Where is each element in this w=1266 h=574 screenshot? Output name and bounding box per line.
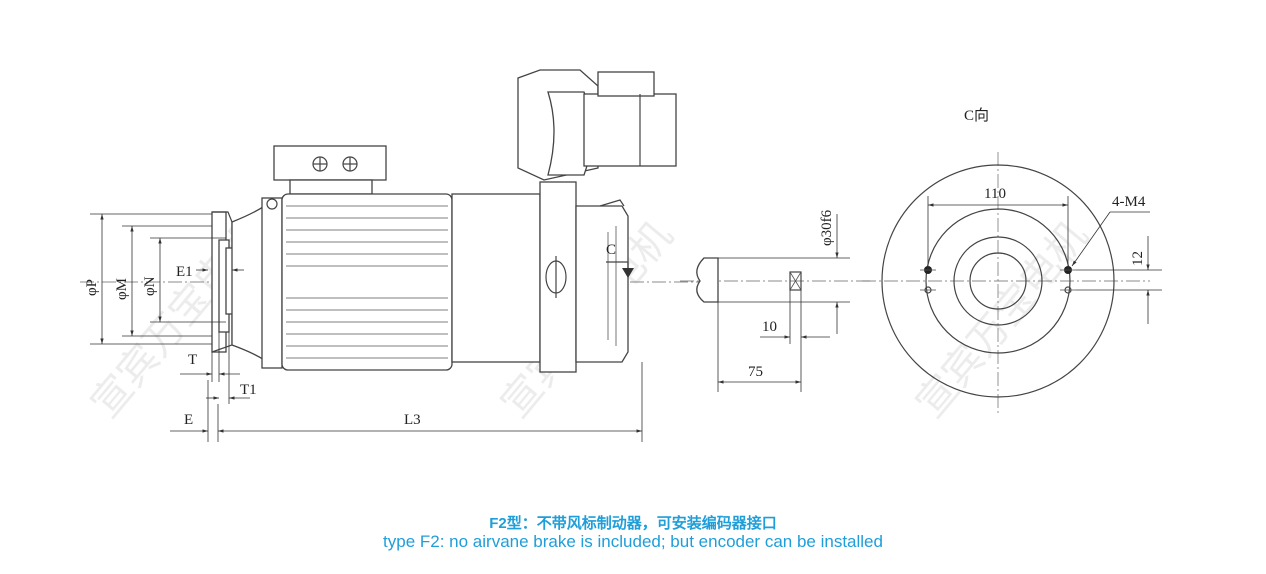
dim-shaft-dia: φ30f6 (819, 209, 835, 246)
shaft-detail: φ30f6 10 75 (680, 209, 870, 392)
dim-l3: L3 (404, 412, 421, 428)
end-view-c: C向 110 4-M4 12 (862, 107, 1162, 414)
caption-chinese: F2型：不带风标制动器，可安装编码器接口 (489, 515, 777, 532)
caption-english: type F2: no airvane brake is included; b… (383, 532, 883, 551)
dim-12: 12 (1130, 251, 1146, 266)
cooling-fins (286, 205, 448, 359)
holes-label: 4-M4 (1112, 194, 1146, 210)
view-c-arrow-label: C (606, 242, 616, 258)
dim-phi-n: φN (142, 276, 158, 296)
dim-e: E (184, 412, 193, 428)
dim-t: T (188, 352, 197, 368)
dim-75: 75 (748, 364, 763, 380)
motor-side-view (80, 69, 705, 373)
dim-phi-m: φM (114, 278, 130, 300)
side-view-dimensions: φP φM φN E1 T T1 E L3 C (84, 213, 643, 442)
view-title: C向 (964, 107, 989, 124)
dim-e1: E1 (176, 264, 193, 280)
dim-phi-p: φP (84, 279, 100, 296)
dim-110: 110 (984, 186, 1006, 202)
dim-t1: T1 (240, 382, 257, 398)
dim-10: 10 (762, 319, 777, 335)
